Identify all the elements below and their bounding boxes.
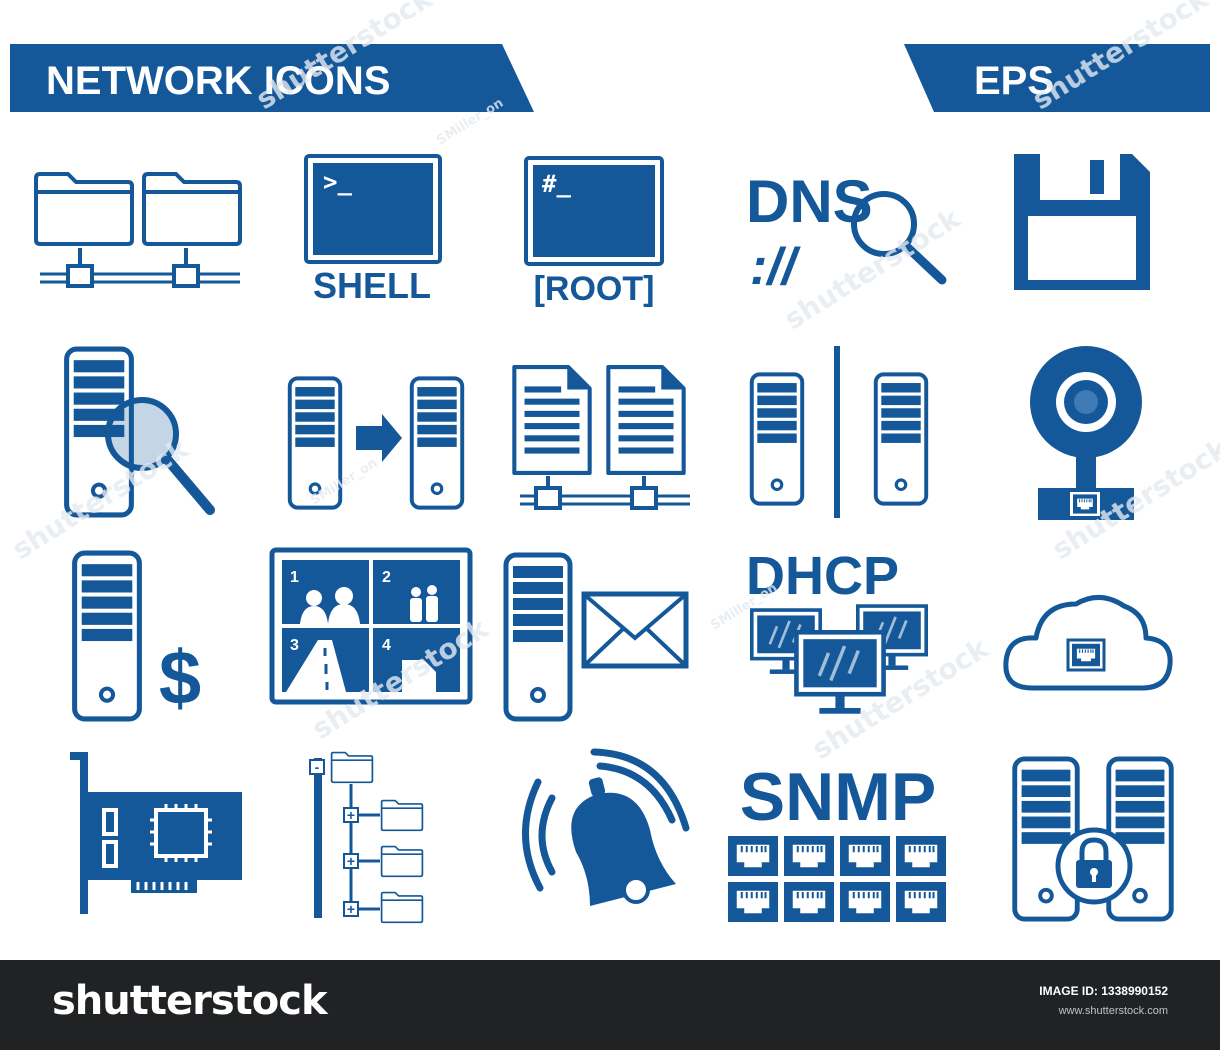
network-card-icon — [70, 752, 242, 914]
title-banner: NETWORK ICONS — [10, 44, 534, 112]
cloud-ethernet-icon — [1003, 595, 1173, 691]
root-label: [ROOT] — [534, 270, 655, 308]
mail-server-icon — [506, 555, 689, 719]
alarm-bell-icon — [522, 748, 690, 906]
quadrant-4: 4 — [382, 637, 391, 654]
dhcp-label: DHCP — [746, 546, 899, 606]
tree-collapse-sign: - — [315, 759, 320, 775]
dns-search-icon: DNS :// — [746, 168, 947, 296]
image-id: IMAGE ID: 1338990152 — [1039, 984, 1168, 998]
tree-expand-sign-1: + — [347, 807, 355, 823]
dhcp-network-icon: DHCP — [746, 546, 928, 714]
tree-expand-sign-3: + — [347, 901, 355, 917]
footer-bar: shutterstock IMAGE ID: 1338990152 www.sh… — [0, 960, 1220, 1050]
server-cost-icon: $ — [75, 553, 201, 721]
footer-logo[interactable]: shutterstock — [52, 978, 328, 1024]
image-id-value: 1338990152 — [1101, 984, 1168, 998]
quadrant-1: 1 — [290, 569, 299, 586]
quadrant-3: 3 — [290, 637, 299, 654]
quadrant-2: 2 — [382, 569, 391, 586]
folder-tree-icon: - + + + — [309, 751, 424, 924]
shell-label: SHELL — [313, 265, 431, 306]
cost-symbol: $ — [159, 636, 201, 721]
cctv-monitor-icon: 1 2 3 4 — [269, 547, 473, 705]
format-banner: EPS — [904, 44, 1210, 112]
image-id-label: IMAGE ID: — [1039, 984, 1098, 998]
network-folders-icon — [36, 174, 240, 288]
server-transfer-icon — [290, 378, 462, 507]
dns-protocol: :// — [750, 238, 802, 296]
network-documents-icon — [514, 367, 690, 510]
separated-servers-icon — [752, 346, 926, 518]
snmp-ports-icon: SNMP — [728, 759, 946, 922]
tree-expand-sign-2: + — [347, 853, 355, 869]
floppy-disk-icon — [1014, 154, 1150, 290]
secure-servers-icon — [1015, 759, 1171, 919]
root-terminal-icon: #_ [ROOT] — [524, 156, 664, 308]
icon-sheet: NETWORK ICONS EPS >_ SHELL #_ [ROOT] DNS… — [6, 0, 1220, 924]
webcam-icon — [1030, 346, 1142, 520]
root-prompt: #_ — [542, 170, 571, 198]
server-search-icon — [67, 349, 215, 515]
shell-prompt: >_ — [323, 168, 352, 196]
format-text: EPS — [974, 59, 1054, 103]
shell-terminal-icon: >_ SHELL — [304, 154, 442, 306]
snmp-label: SNMP — [740, 759, 936, 835]
title-text: NETWORK ICONS — [46, 59, 390, 103]
footer-url[interactable]: www.shutterstock.com — [1058, 1005, 1168, 1017]
